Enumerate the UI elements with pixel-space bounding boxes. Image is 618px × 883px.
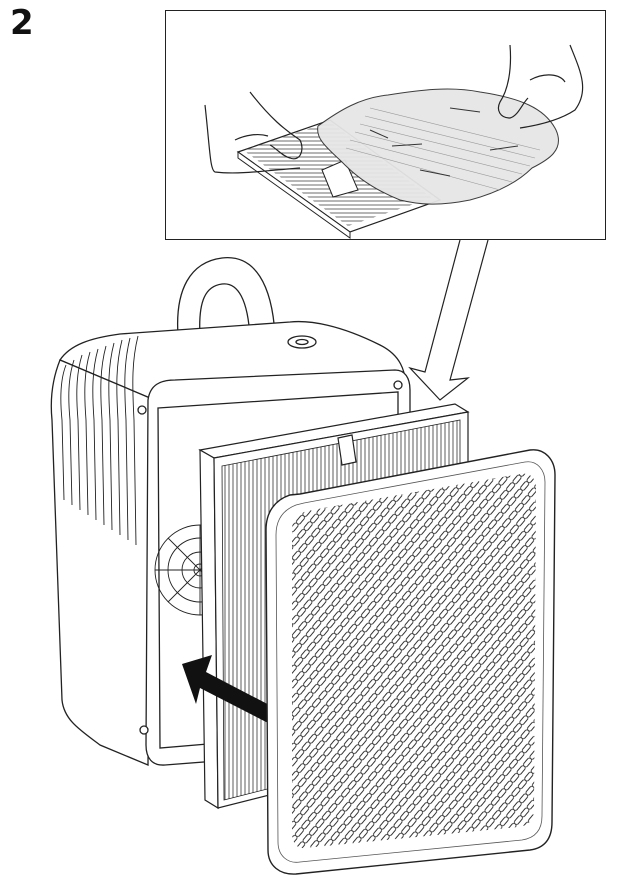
left-hand-icon [204, 91, 303, 174]
filter-in-wrap-icon [236, 119, 442, 239]
insert-direction-arrow-icon [182, 655, 275, 724]
right-hand-icon [497, 44, 584, 129]
filter-unwrapping-detail [204, 44, 584, 239]
filter-pull-tab-icon [337, 434, 357, 466]
callout-arrow-icon [408, 239, 489, 401]
plastic-wrap-icon [317, 88, 559, 205]
front-cover-panel [265, 449, 556, 875]
vent-slots-icon [292, 473, 536, 849]
step-number: 2 [10, 3, 34, 43]
